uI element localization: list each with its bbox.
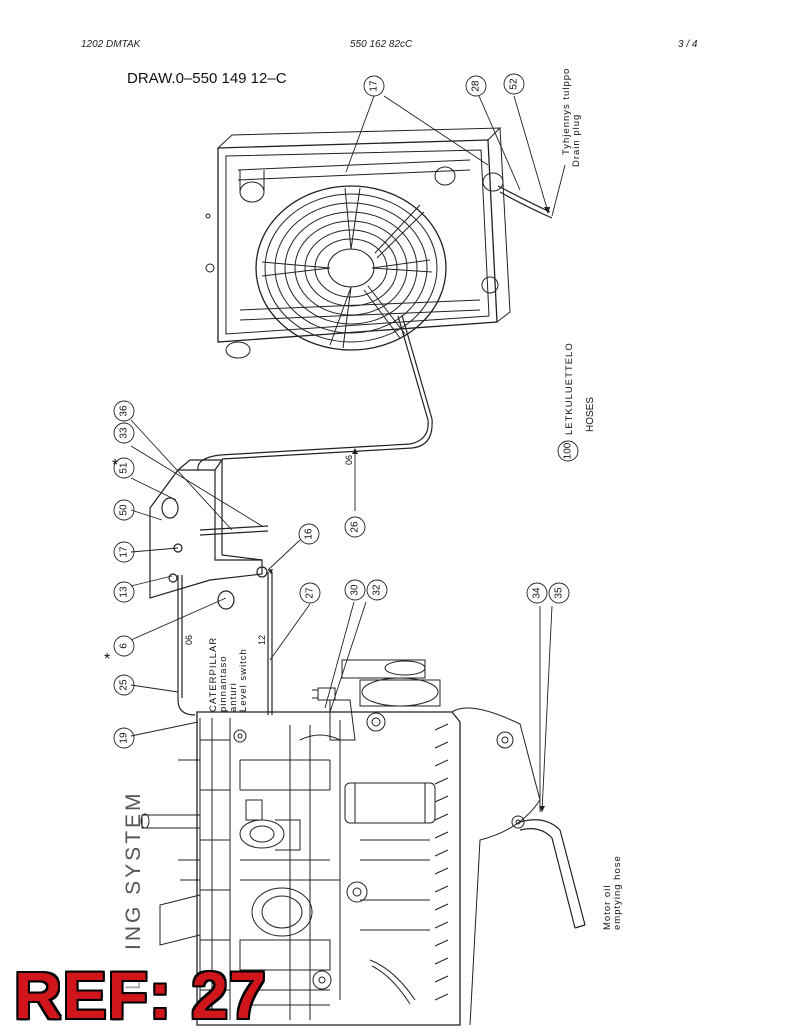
level-switch-line2: pinnantaso (218, 656, 229, 712)
hose-list-english: HOSES (585, 397, 596, 432)
rotated-labels: LETKULUETTELO HOSES Tyhjennys tulppo Dra… (104, 68, 623, 990)
arrow-heads (268, 207, 550, 812)
level-switch-line1: CATERPILLAR (208, 637, 219, 712)
callout-34: 34 (526, 582, 548, 604)
callout-28: 28 (465, 75, 487, 97)
callout-bubbles: 17 28 52 36 33 51 50 17 13 6 25 19 16 26… (113, 73, 579, 749)
callout-100: 100 (557, 440, 579, 462)
svg-text:17: 17 (119, 546, 130, 558)
svg-text:35: 35 (554, 587, 565, 599)
svg-text:16: 16 (304, 528, 315, 540)
callout-25: 25 (113, 674, 135, 696)
callout-6: 6 (113, 635, 135, 657)
callout-17-tank: 17 (113, 541, 135, 563)
callout-50: 50 (113, 499, 135, 521)
ref-stamp: REF: 27 (14, 958, 267, 1032)
header-document-code: 1202 DMTAK (81, 39, 141, 50)
asterisk-6: * (104, 651, 110, 668)
svg-text:34: 34 (532, 587, 543, 599)
svg-text:13: 13 (119, 586, 130, 598)
hose-size-c: 12 (257, 635, 267, 645)
svg-text:28: 28 (471, 80, 482, 92)
motor-oil-line2: emptying hose (612, 855, 623, 930)
hose-size-b: 06 (184, 635, 194, 645)
callout-51: 51 (113, 457, 135, 479)
leader-lines (130, 95, 566, 813)
svg-text:51: 51 (119, 462, 130, 474)
svg-text:33: 33 (119, 427, 130, 439)
expansion-tank (149, 459, 269, 610)
header-part-number: 550 162 82cC (350, 39, 413, 50)
fan-guard (255, 185, 447, 351)
callout-13: 13 (113, 581, 135, 603)
svg-text:100: 100 (563, 442, 574, 459)
motor-oil-line1: Motor oil (602, 885, 613, 930)
svg-text:26: 26 (350, 521, 361, 533)
asterisk-51: * (112, 457, 118, 474)
drain-plug-finnish: Tyhjennys tulppo (561, 68, 572, 155)
hose-size-a: 06 (344, 455, 354, 465)
callout-19: 19 (113, 727, 135, 749)
callout-16: 16 (298, 523, 320, 545)
callout-36: 36 (113, 400, 135, 422)
svg-text:52: 52 (509, 78, 520, 90)
callout-27: 27 (299, 582, 321, 604)
callout-52: 52 (503, 73, 525, 95)
level-switch-line3: anturi (228, 682, 239, 712)
callout-30: 30 (344, 579, 366, 601)
hose-list-finnish: LETKULUETTELO (564, 342, 575, 435)
svg-text:32: 32 (372, 584, 383, 596)
callout-17-top: 17 (363, 75, 385, 97)
callout-35: 35 (548, 582, 570, 604)
drawing-number: DRAW.0–550 149 12–C (127, 70, 287, 87)
header-page-number: 3 / 4 (678, 39, 698, 50)
radiator-assembly (205, 127, 511, 359)
hoses (177, 185, 586, 929)
section-title: ING SYSTEM (122, 790, 145, 950)
svg-text:6: 6 (119, 643, 130, 649)
svg-text:27: 27 (305, 587, 316, 599)
level-switch-line4: Level switch (238, 648, 249, 712)
svg-text:25: 25 (119, 679, 130, 691)
svg-text:50: 50 (119, 504, 130, 516)
section-title-faded: L (122, 978, 145, 990)
svg-text:36: 36 (119, 405, 130, 417)
svg-text:17: 17 (369, 80, 380, 92)
drain-plug-english: Drain plug (571, 114, 582, 167)
callout-33: 33 (113, 422, 135, 444)
callout-32: 32 (366, 579, 388, 601)
svg-text:30: 30 (350, 584, 361, 596)
svg-text:19: 19 (119, 732, 130, 744)
callout-26: 26 (344, 516, 366, 538)
